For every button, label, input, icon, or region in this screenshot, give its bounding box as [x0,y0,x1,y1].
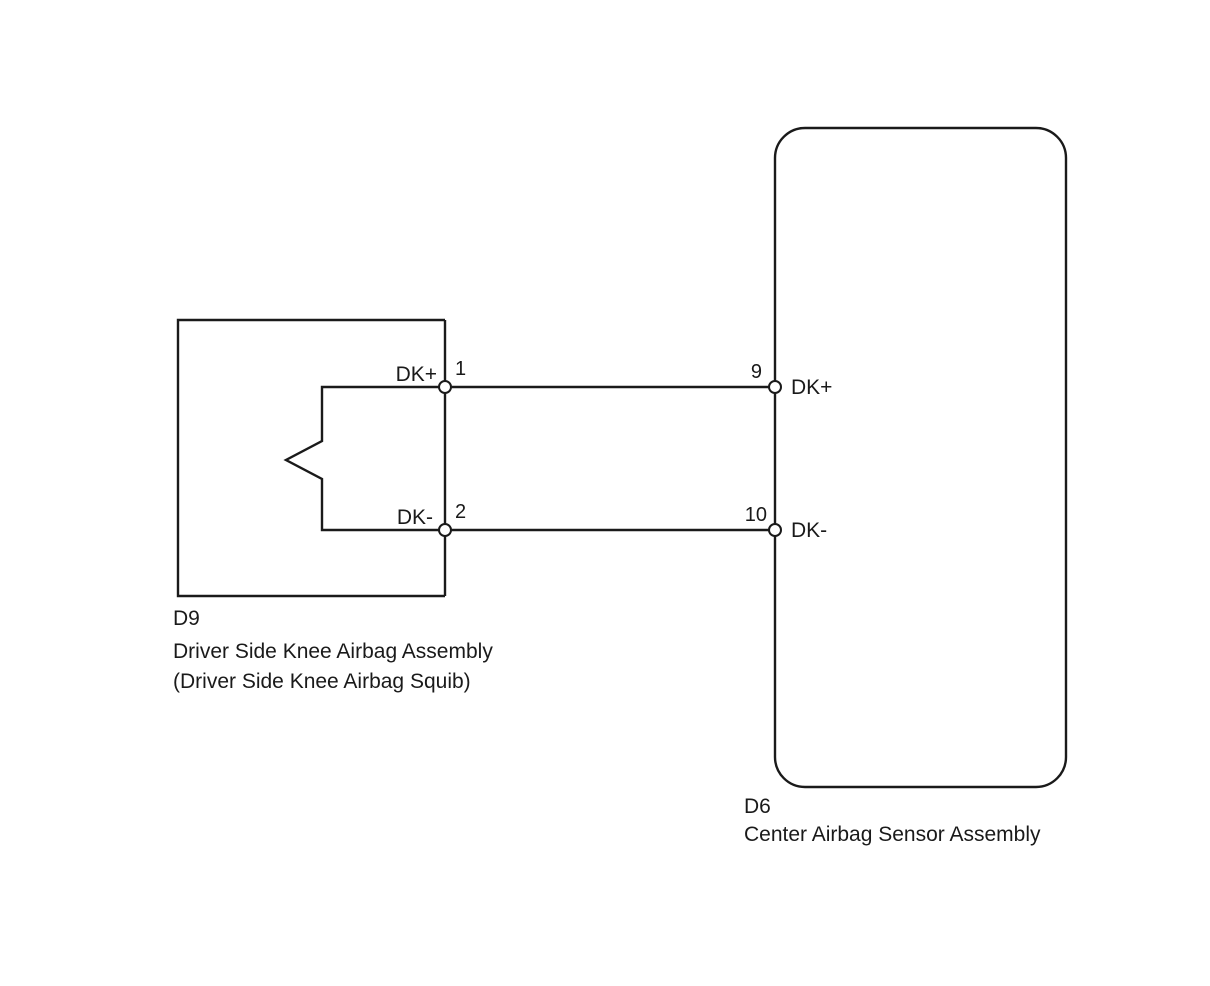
d9-box-outline [176,318,445,598]
d9-name: Driver Side Knee Airbag Assembly [173,640,493,663]
d9-subname: (Driver Side Knee Airbag Squib) [173,670,471,693]
squib-icon [283,385,445,532]
d6-pin-bottom-signal: DK- [791,519,827,542]
d6-pin-bottom-number: 10 [745,504,767,526]
d6-name: Center Airbag Sensor Assembly [744,823,1041,846]
d6-terminal-10 [768,523,782,537]
d9-component [176,318,447,598]
d9-pin-bottom-number: 2 [455,501,466,523]
d6-pin-top-number: 9 [751,361,762,383]
d9-pin-top-signal: DK+ [396,363,437,386]
d9-code: D9 [173,607,200,630]
d9-pin-bottom-signal: DK- [397,506,433,529]
d9-terminal-1 [438,380,452,394]
d6-box-outline [773,126,1068,789]
d6-terminal-9 [768,380,782,394]
d6-code: D6 [744,795,771,818]
d6-pin-top-signal: DK+ [791,376,832,399]
d9-pin-top-number: 1 [455,358,466,380]
d9-terminal-2 [438,523,452,537]
